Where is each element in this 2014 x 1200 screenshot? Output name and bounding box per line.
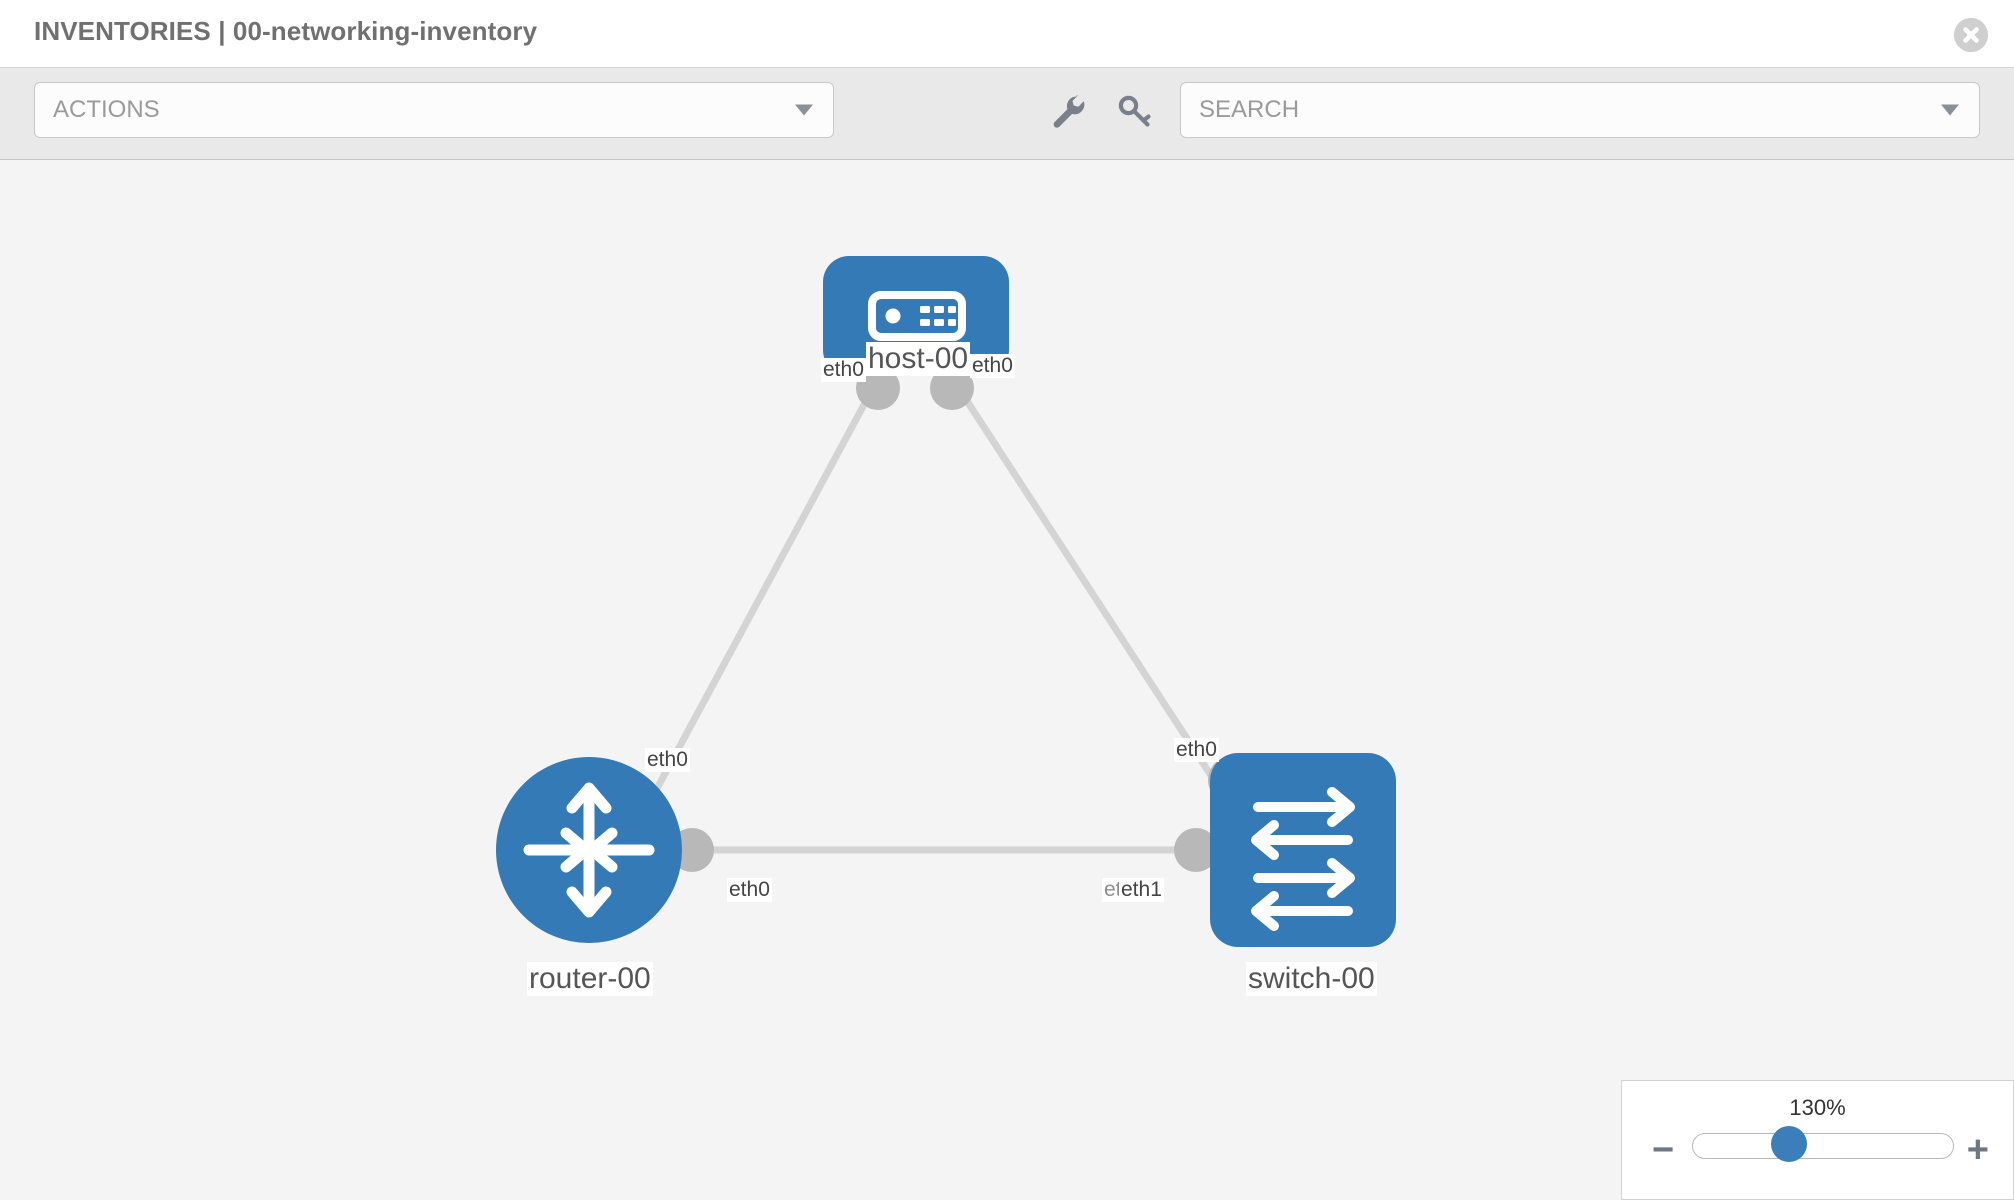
titlebar: INVENTORIES | 00-networking-inventory xyxy=(0,0,2014,68)
wrench-icon[interactable] xyxy=(1047,90,1089,132)
node-switch-00 xyxy=(1210,753,1396,947)
interface-label-host-left: eth0 xyxy=(821,358,866,382)
actions-dropdown[interactable]: ACTIONS xyxy=(34,82,834,138)
zoom-control-panel: 130% − + xyxy=(1621,1080,2014,1200)
zoom-in-button[interactable]: + xyxy=(1966,1129,1989,1171)
port-switch-left xyxy=(1174,828,1218,872)
interface-label-switch-left: eth1 xyxy=(1119,878,1164,902)
port-host-left xyxy=(856,366,900,410)
interface-label-router-up: eth0 xyxy=(645,748,690,772)
actions-dropdown-label: ACTIONS xyxy=(53,96,160,123)
node-label-router-00: router-00 xyxy=(527,962,653,996)
zoom-slider-thumb[interactable] xyxy=(1771,1126,1807,1162)
switch-arrows-icon xyxy=(1251,787,1355,931)
search-placeholder: SEARCH xyxy=(1199,96,1300,123)
zoom-out-button[interactable]: − xyxy=(1652,1129,1675,1171)
zoom-level-value: 130% xyxy=(1789,1095,1846,1120)
node-router-00 xyxy=(496,757,682,943)
topology-links xyxy=(636,373,1243,854)
search-input[interactable]: SEARCH xyxy=(1180,82,1980,138)
key-icon[interactable] xyxy=(1113,90,1155,132)
router-arrows-icon xyxy=(523,782,655,918)
topology-canvas[interactable]: host-00 router-00 switch-00 eth0 eth0 et… xyxy=(0,160,2014,1200)
topology-ports xyxy=(670,366,1256,872)
server-icon xyxy=(868,291,966,341)
interface-label-switch-up: eth0 xyxy=(1174,738,1219,762)
interface-label-host-right: eth0 xyxy=(970,354,1015,378)
interface-label-router-right: eth0 xyxy=(727,878,772,902)
link-host-router xyxy=(636,373,884,822)
chevron-down-icon xyxy=(795,104,813,116)
zoom-slider-track[interactable] xyxy=(1692,1133,1954,1159)
close-icon[interactable] xyxy=(1954,18,1988,52)
chevron-down-icon xyxy=(1941,104,1959,116)
port-host-right xyxy=(930,366,974,410)
page-title: INVENTORIES | 00-networking-inventory xyxy=(34,16,538,46)
node-label-switch-00: switch-00 xyxy=(1246,962,1377,996)
toolbar: ACTIONS SEARCH xyxy=(0,68,2014,160)
node-label-host-00: host-00 xyxy=(866,342,971,376)
